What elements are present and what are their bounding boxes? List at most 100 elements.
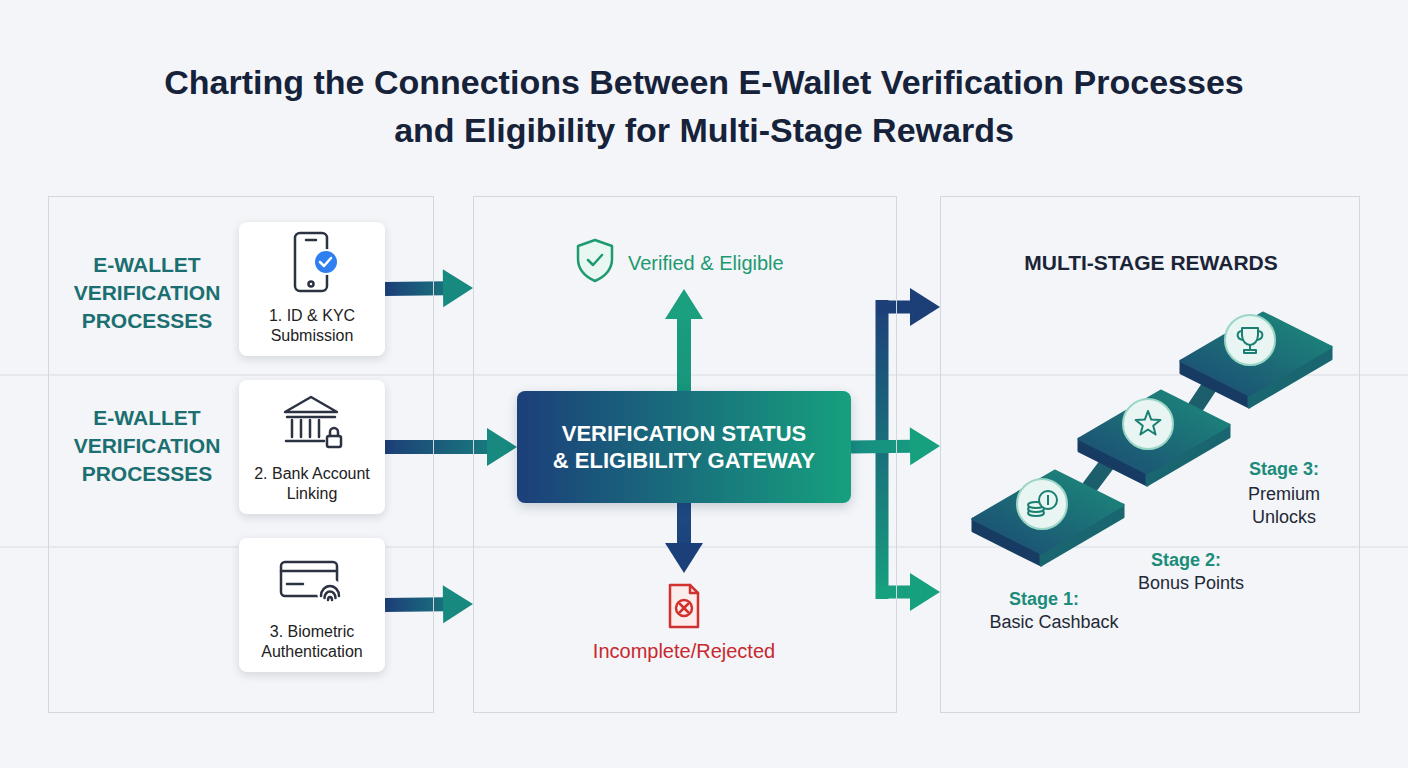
arrow-head [443, 585, 473, 623]
status-label: Verified & Eligible [628, 251, 797, 275]
biometric-icon [321, 586, 339, 596]
stage-platform: Stage 3:Premium Unlocks [1181, 313, 1331, 409]
connector-line [851, 440, 912, 454]
trophy-badge [1238, 331, 1243, 340]
bank-icon [327, 436, 341, 447]
stage-label: Basic Cashback [964, 611, 1144, 634]
group-panel: Verified & EligibleVERIFICATION STATUS &… [473, 196, 897, 713]
flow-arrow [385, 585, 473, 623]
process-label: 2. Bank Account Linking [242, 464, 382, 504]
phone-icon [306, 239, 316, 242]
connector-line [677, 503, 691, 545]
bank-icon [285, 397, 341, 447]
status-badge: Incomplete/Rejected [571, 573, 797, 665]
check-badge [314, 250, 338, 274]
trophy-badge [1238, 328, 1263, 353]
flow-arrow [385, 269, 473, 307]
panel-heading: E-WALLET VERIFICATION PROCESSES [59, 251, 235, 335]
shield-icon [578, 240, 612, 281]
biometric-icon [281, 570, 337, 573]
flow-arrow [385, 428, 517, 466]
arrow-head [910, 427, 940, 465]
process-card: 1. ID & KYC Submission [239, 222, 385, 356]
arrow-head [443, 269, 473, 307]
process-card: 3. Biometric Authentication [239, 538, 385, 672]
group-panel: E-WALLET VERIFICATION PROCESSES E-WALLET … [48, 196, 434, 713]
stage-platform: Stage 2:Bonus Points [1079, 391, 1229, 487]
platform-shape [973, 471, 1123, 567]
star-badge [1123, 399, 1173, 449]
coin-badge [1028, 491, 1057, 516]
connector-line [385, 597, 445, 612]
panel-heading: E-WALLET VERIFICATION PROCESSES [59, 404, 235, 488]
shield-icon [588, 255, 602, 265]
connector-line [385, 281, 445, 296]
rejected-icon [676, 600, 692, 616]
stage-platform: Stage 1:Basic Cashback [973, 471, 1123, 567]
stage-heading: Stage 1: [954, 588, 1134, 611]
bank-icon [309, 420, 312, 437]
bank-icon [291, 420, 294, 437]
grid-line [0, 546, 1408, 548]
gateway-label: VERIFICATION STATUS & ELIGIBILITY GATEWA… [529, 420, 839, 474]
biometric-icon [281, 562, 343, 605]
flow-arrow [665, 503, 703, 573]
arrow-head [665, 289, 703, 319]
bracket-branch [876, 301, 912, 314]
biometric-icon [325, 592, 336, 599]
bracket-branch [876, 586, 912, 599]
stage-label: Bonus Points [1101, 572, 1281, 595]
bank-icon [318, 420, 321, 437]
trophy-badge [1244, 350, 1256, 353]
rejected-icon [680, 604, 688, 612]
trophy-badge [1225, 315, 1275, 365]
biometric-icon [281, 562, 337, 596]
group-panel: MULTI-STAGE REWARDSStage 1:Basic Cashbac… [940, 196, 1360, 713]
arrow-head [487, 428, 517, 466]
phone-icon [309, 282, 314, 287]
status-badge: Verified & Eligible [571, 239, 797, 289]
platform-top [1079, 391, 1229, 473]
biometric-icon [287, 583, 303, 586]
stage-heading: Stage 3: [1194, 458, 1374, 481]
check-badge [314, 250, 338, 274]
biometric-icon [317, 579, 343, 605]
bank-icon [287, 416, 335, 419]
check-badge [320, 258, 331, 266]
platform-top [1181, 313, 1331, 395]
rejected-icon [690, 585, 698, 593]
bank-icon [285, 397, 337, 412]
platform-top [973, 471, 1123, 553]
trophy-badge [1257, 331, 1262, 340]
platform-shape [1181, 313, 1331, 409]
coin-badge [1028, 506, 1044, 512]
flow-arrow [851, 427, 940, 465]
coin-badge [1028, 510, 1044, 516]
coin-badge [1017, 479, 1067, 529]
stage-heading: Stage 2: [1096, 549, 1276, 572]
process-card: 2. Bank Account Linking [239, 380, 385, 514]
trophy-badge [1249, 345, 1251, 350]
rejected-icon [670, 585, 698, 627]
platform-shape [1079, 391, 1229, 487]
process-label: 1. ID & KYC Submission [242, 306, 382, 346]
star-badge [1136, 411, 1161, 435]
trophy-badge [1242, 328, 1258, 345]
gateway-box: VERIFICATION STATUS & ELIGIBILITY GATEWA… [517, 391, 851, 503]
star-badge [1123, 399, 1173, 449]
coin-badge [1017, 479, 1067, 529]
arrow-head [665, 543, 703, 573]
arrow-head [910, 573, 940, 611]
rejected-icon [670, 585, 698, 627]
shield-icon [578, 240, 612, 281]
trophy-badge [1225, 315, 1275, 365]
bank-icon [300, 420, 303, 437]
bank-icon [330, 428, 338, 436]
phone-icon [295, 233, 327, 291]
diagram-title: Charting the Connections Between E-Walle… [154, 58, 1254, 154]
bank-icon [286, 440, 324, 443]
flow-arrow [665, 289, 703, 391]
arrow-head [910, 288, 940, 326]
coin-badge [1039, 491, 1057, 509]
